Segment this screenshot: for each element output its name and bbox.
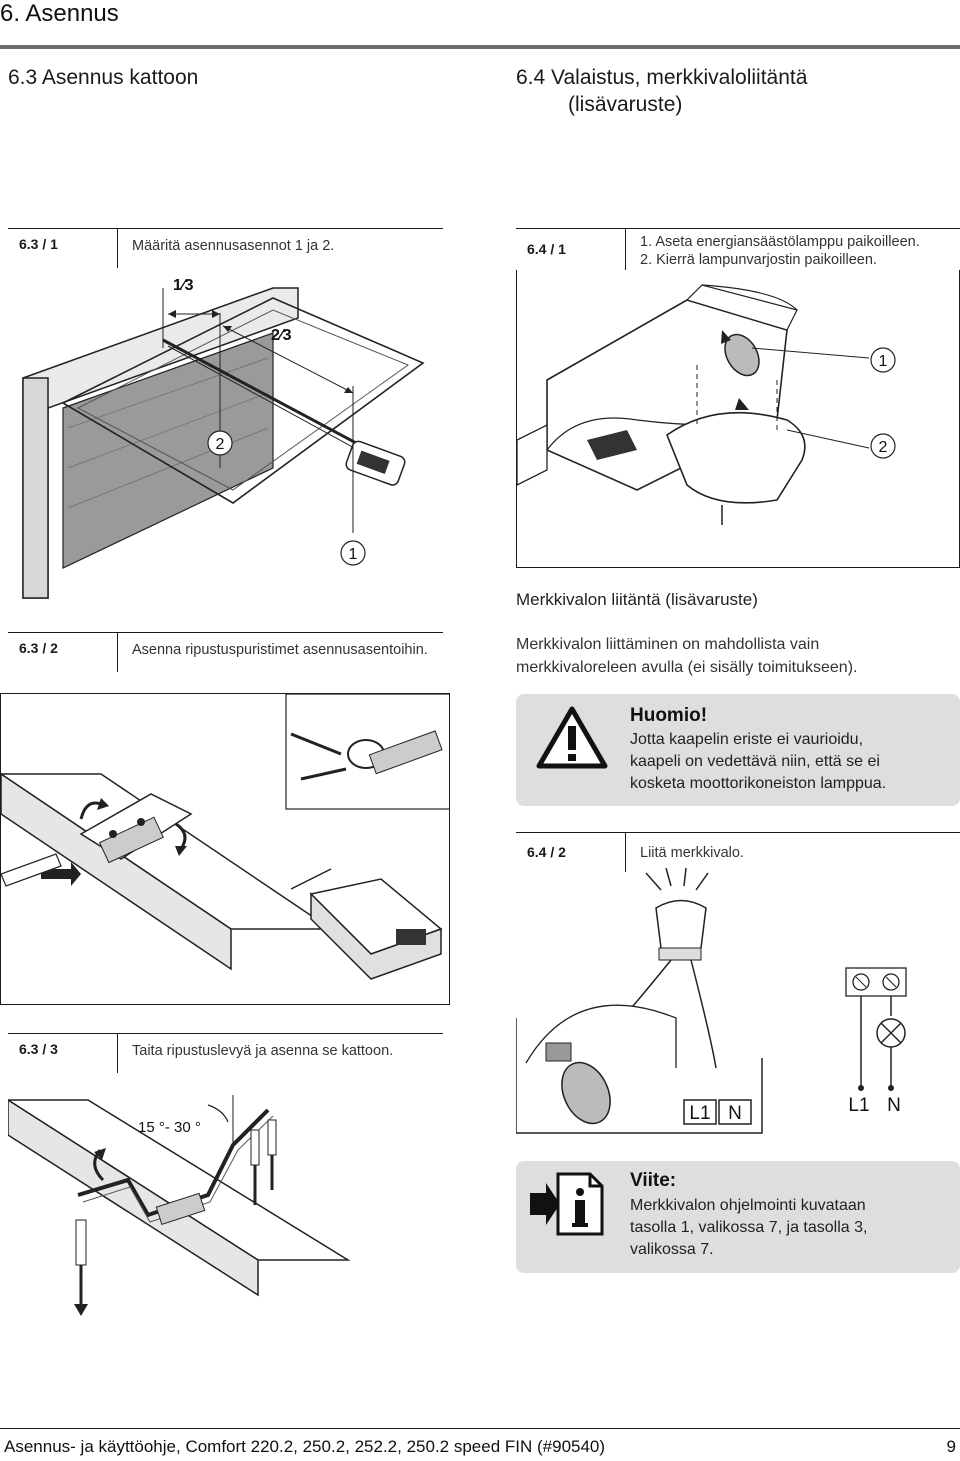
section-title-6-4-line1: 6.4 Valaistus, merkkivaloliitäntä <box>516 66 808 89</box>
warning-line-2: kaapeli on vedettävä niin, että se ei <box>630 753 880 770</box>
step-text: Taita ripustuslevyä ja asenna se kattoon… <box>132 1043 394 1059</box>
page-number: 9 <box>946 1437 956 1456</box>
step-6-3-1: 6.3 / 1 Määritä asennusasennot 1 ja 2. <box>8 228 443 268</box>
note-line-3: valikossa 7. <box>630 1241 714 1258</box>
callout-1: 1 <box>349 546 358 563</box>
figure-ceiling-positions: 1⁄3 2⁄3 2 1 <box>8 268 443 608</box>
warning-box: Huomio! Jotta kaapelin eriste ei vaurioi… <box>516 694 960 806</box>
callout-2: 2 <box>216 436 225 453</box>
chapter-title: 6. Asennus <box>0 0 119 27</box>
terminal-n: N <box>887 1095 901 1116</box>
figure-lamp-install: 1 2 2 <box>516 270 960 568</box>
step-6-4-2: 6.4 / 2 Liitä merkkivalo. <box>516 832 960 872</box>
step-number: 6.3 / 2 <box>8 633 118 672</box>
step-number: 6.3 / 1 <box>8 229 118 268</box>
footer-rule <box>0 1428 960 1429</box>
terminal-n-boxed: N <box>728 1103 742 1124</box>
para-line-1: Merkkivalon liittäminen on mahdollista v… <box>516 636 820 653</box>
angle-label: 15 °- 30 ° <box>138 1119 201 1136</box>
step-number: 6.4 / 1 <box>516 229 626 270</box>
note-title: Viite: <box>630 1170 677 1191</box>
step-6-3-2: 6.3 / 2 Asenna ripustuspuristimet asennu… <box>8 632 443 672</box>
step-text: Asenna ripustuspuristimet asennusasentoi… <box>132 642 428 658</box>
note-line-2: tasolla 1, valikossa 7, ja tasolla 3, <box>630 1219 868 1236</box>
section-title-6-3: 6.3 Asennus kattoon <box>8 66 199 89</box>
terminal-l1: L1 <box>848 1095 869 1116</box>
step-text-line2: 2. Kierrä lampunvarjostin paikoilleen. <box>640 252 877 268</box>
figure-indicator-wiring: L1 N L1 N <box>515 867 960 1138</box>
section-title-6-4-line2: (lisävaruste) <box>568 93 683 116</box>
callout-2: 2 <box>879 439 888 456</box>
info-note-icon <box>530 1172 604 1236</box>
step-number: 6.4 / 2 <box>516 833 626 872</box>
footer-text: Asennus- ja käyttöohje, Comfort 220.2, 2… <box>4 1437 606 1456</box>
step-text: Määritä asennusasennot 1 ja 2. <box>132 238 335 254</box>
warning-title: Huomio! <box>630 705 708 726</box>
warning-line-3: kosketa moottorikoneiston lamppua. <box>630 775 887 792</box>
warning-line-1: Jotta kaapelin eriste ei vaurioidu, <box>630 731 864 748</box>
step-text-line1: 1. Aseta energiansäästölamppu paikoillee… <box>640 234 920 250</box>
sub-heading-indicator-light: Merkkivalon liitäntä (lisävaruste) <box>516 590 758 609</box>
figure-clamp-mounting <box>0 693 450 1005</box>
note-line-1: Merkkivalon ohjelmointi kuvataan <box>630 1197 866 1214</box>
terminal-l1-boxed: L1 <box>689 1103 710 1124</box>
step-6-4-1: 6.4 / 1 1. Aseta energiansäästölamppu pa… <box>516 228 960 270</box>
step-number: 6.3 / 3 <box>8 1034 118 1073</box>
figure-ceiling-plate: 15 °- 30 ° <box>5 1090 443 1320</box>
header-rule <box>0 45 960 49</box>
fraction-one-third: 1⁄3 <box>173 277 194 294</box>
step-6-3-3: 6.3 / 3 Taita ripustuslevyä ja asenna se… <box>8 1033 443 1073</box>
callout-1: 1 <box>879 353 888 370</box>
callout-2-alt: 2 <box>517 270 518 271</box>
fraction-two-thirds: 2⁄3 <box>271 327 292 344</box>
note-box: Viite: Merkkivalon ohjelmointi kuvataan … <box>516 1161 960 1273</box>
para-line-2: merkkivaloreleen avulla (ei sisälly toim… <box>516 659 858 676</box>
step-text: Liitä merkkivalo. <box>640 845 744 861</box>
warning-icon <box>536 706 608 769</box>
